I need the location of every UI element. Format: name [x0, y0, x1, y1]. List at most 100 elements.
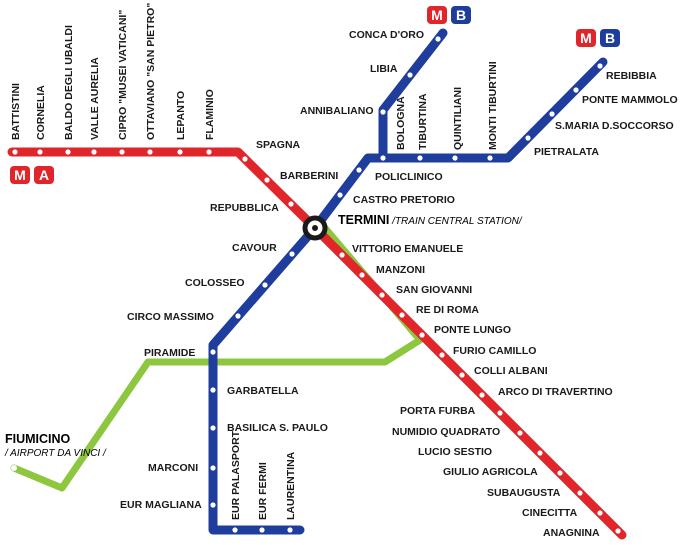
station-label: MONTI TIBURTINI	[487, 61, 499, 150]
metro-line-a	[7, 147, 627, 540]
station-label: SAN GIOVANNI	[396, 284, 472, 296]
station-label: S.MARIA D.SOCCORSO	[555, 120, 674, 132]
station-label: LIBIA	[370, 63, 398, 75]
metro-badge-icon	[10, 166, 30, 184]
station-dot[interactable]	[210, 465, 216, 471]
station-label: VITTORIO EMANUELE	[352, 243, 463, 255]
station-dot[interactable]	[339, 252, 345, 258]
station-dot[interactable]	[37, 149, 43, 155]
station-label: FLAMINIO	[204, 89, 216, 140]
station-dot[interactable]	[337, 192, 343, 198]
line-badge-letter: B	[456, 7, 466, 23]
metro-badge-letter: M	[580, 30, 592, 46]
station-label: CIPRO "MUSEI VATICANI"	[117, 10, 129, 140]
station-dot[interactable]	[615, 528, 621, 534]
station-label: EUR MAGLIANA	[120, 499, 202, 511]
station-dot[interactable]	[537, 450, 543, 456]
station-label: EUR FERMI	[257, 462, 269, 520]
station-dot[interactable]	[407, 72, 413, 78]
station-label: LEPANTO	[175, 91, 187, 140]
badge-line-b-north: M B	[427, 6, 471, 24]
station-label: BOLOGNA	[395, 96, 407, 150]
station-dot[interactable]	[439, 352, 445, 358]
station-label: PONTE MAMMOLO	[582, 94, 678, 106]
station-dot[interactable]	[549, 111, 555, 117]
station-label: CORNELIA	[35, 85, 47, 140]
metro-badge-icon	[576, 29, 596, 47]
station-dot[interactable]	[119, 149, 125, 155]
station-dot[interactable]	[487, 155, 493, 161]
station-dot[interactable]	[287, 527, 293, 533]
station-label: PIETRALATA	[534, 146, 599, 158]
station-dot[interactable]	[459, 372, 465, 378]
station-dot[interactable]	[210, 502, 216, 508]
station-dot[interactable]	[210, 425, 216, 431]
station-dot[interactable]	[452, 155, 458, 161]
station-dot[interactable]	[65, 149, 71, 155]
metro-badge-icon	[427, 6, 447, 24]
metro-line-b1-branch	[378, 28, 448, 163]
station-dot[interactable]	[577, 490, 583, 496]
station-label: SUBAUGUSTA	[487, 487, 561, 499]
station-dot[interactable]	[597, 510, 603, 516]
station-dot[interactable]	[289, 251, 295, 257]
station-dot[interactable]	[517, 430, 523, 436]
station-label: RE DI ROMA	[416, 304, 479, 316]
station-label: PORTA FURBA	[400, 405, 476, 417]
station-dot[interactable]	[379, 292, 385, 298]
metro-badge-letter: M	[14, 167, 26, 183]
station-label: GIULIO AGRICOLA	[443, 466, 538, 478]
station-dot[interactable]	[356, 167, 362, 173]
station-dot[interactable]	[573, 87, 579, 93]
station-dot[interactable]	[262, 282, 268, 288]
station-dot[interactable]	[359, 272, 365, 278]
station-dot[interactable]	[259, 527, 265, 533]
station-dot[interactable]	[12, 149, 18, 155]
line-badge-icon	[34, 166, 54, 184]
station-dot[interactable]	[399, 312, 405, 318]
station-dot[interactable]	[210, 387, 216, 393]
station-label: CONCA D'ORO	[349, 29, 424, 41]
station-label: COLLI ALBANI	[474, 365, 548, 377]
station-dot[interactable]	[210, 349, 216, 355]
station-dot[interactable]	[235, 313, 241, 319]
station-dot[interactable]	[417, 155, 423, 161]
station-dot[interactable]	[525, 135, 531, 141]
termini-hub-center	[312, 225, 318, 231]
station-dot[interactable]	[147, 149, 153, 155]
station-dot[interactable]	[557, 470, 563, 476]
station-label: MANZONI	[376, 264, 425, 276]
station-label: VALLE AURELIA	[89, 57, 101, 140]
station-dot[interactable]	[288, 201, 294, 207]
station-dot[interactable]	[597, 63, 603, 69]
station-dot[interactable]	[206, 149, 212, 155]
fiumicino-label: FIUMICINO	[5, 432, 71, 446]
station-label: POLICLINICO	[375, 171, 443, 183]
station-dot[interactable]	[242, 156, 248, 162]
station-label: REBIBBIA	[606, 70, 657, 82]
termini-subtitle: /TRAIN CENTRAL STATION/	[389, 216, 522, 227]
station-dot[interactable]	[91, 149, 97, 155]
termini-label: TERMINI /TRAIN CENTRAL STATION/	[338, 213, 523, 227]
line-badge-icon	[600, 29, 620, 47]
station-label: BALDO DEGLI UBALDI	[63, 25, 75, 140]
station-dot[interactable]	[419, 332, 425, 338]
line-b-stations	[210, 36, 603, 533]
station-label: EUR PALASPORT	[230, 430, 242, 520]
station-dot[interactable]	[380, 109, 386, 115]
badge-line-b-east: M B	[576, 29, 620, 47]
station-dot[interactable]	[177, 149, 183, 155]
station-dot[interactable]	[497, 410, 503, 416]
station-dot[interactable]	[232, 527, 238, 533]
station-dot[interactable]	[435, 36, 441, 42]
station-label: PONTE LUNGO	[434, 324, 511, 336]
station-dot[interactable]	[380, 155, 386, 161]
station-dot[interactable]	[479, 392, 485, 398]
station-label: BASILICA S. PAULO	[227, 422, 328, 434]
station-label: COLOSSEO	[185, 277, 245, 289]
station-label: REPUBBLICA	[210, 202, 279, 214]
station-dot-fiumicino[interactable]	[11, 465, 17, 471]
station-dot[interactable]	[264, 177, 270, 183]
